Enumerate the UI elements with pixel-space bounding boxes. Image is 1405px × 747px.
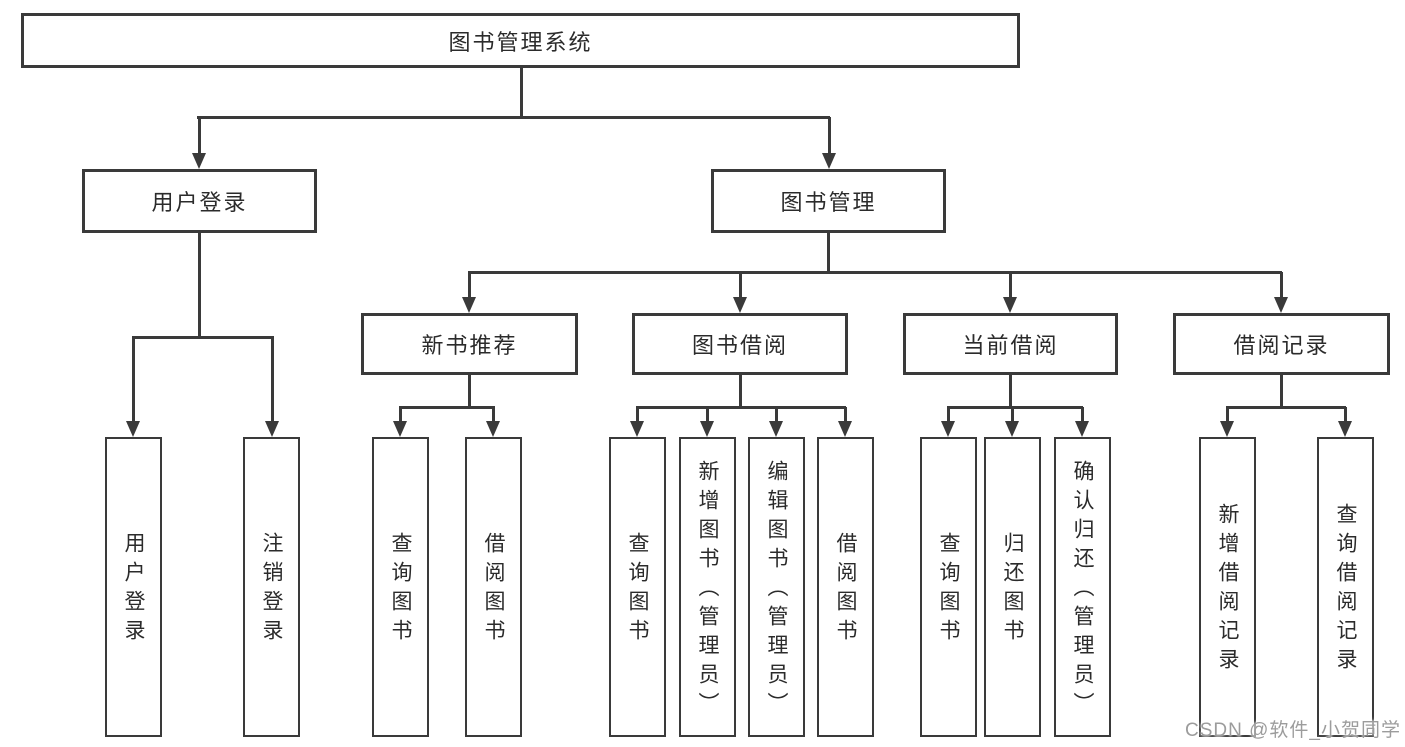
arrow-down-icon — [1274, 297, 1288, 313]
arrow-down-icon — [486, 421, 500, 437]
node-leaf-logout-label: 注销登录 — [260, 532, 283, 648]
arrow-down-icon — [126, 421, 140, 437]
node-leaf-cb-query: 查询图书 — [920, 437, 977, 737]
connector-records-stem-1 — [1226, 407, 1229, 422]
connector-bookmgmt-vline — [827, 233, 830, 274]
node-leaf-cb-confirm-admin: 确认归还（管理员） — [1054, 437, 1111, 737]
node-leaf-bb-query-label: 查询图书 — [626, 532, 649, 648]
arrow-down-icon — [838, 421, 852, 437]
connector-borrow-hline — [636, 406, 846, 409]
connector-bookmgmt-hline — [468, 271, 1282, 274]
connector-bookmgmt-stem-4 — [1280, 272, 1283, 298]
connector-root-stem-right — [828, 117, 831, 154]
connector-root-hline — [197, 116, 830, 119]
arrow-down-icon — [1003, 297, 1017, 313]
connector-root-vline — [520, 68, 523, 119]
arrow-down-icon — [393, 421, 407, 437]
node-new-book-recommend: 新书推荐 — [361, 313, 578, 375]
arrow-down-icon — [1220, 421, 1234, 437]
node-book-borrow: 图书借阅 — [632, 313, 848, 375]
node-leaf-bb-borrow: 借阅图书 — [817, 437, 874, 737]
node-leaf-bb-edit-admin-label: 编辑图书（管理员） — [765, 459, 788, 721]
connector-current-stem-2 — [1011, 407, 1014, 422]
node-leaf-record-add-label: 新增借阅记录 — [1216, 503, 1239, 677]
arrow-down-icon — [822, 153, 836, 169]
connector-bookmgmt-stem-1 — [468, 272, 471, 298]
connector-newbook-hline — [399, 406, 495, 409]
node-leaf-bb-borrow-label: 借阅图书 — [834, 532, 857, 648]
arrow-down-icon — [1338, 421, 1352, 437]
connector-root-stem-left — [198, 117, 201, 154]
node-leaf-bb-add-admin: 新增图书（管理员） — [679, 437, 736, 737]
node-current-borrow: 当前借阅 — [903, 313, 1118, 375]
connector-current-stem-3 — [1081, 407, 1084, 422]
arrow-down-icon — [462, 297, 476, 313]
connector-current-vline — [1009, 375, 1012, 409]
connector-newbook-vline — [468, 375, 471, 409]
connector-newbook-stem-1 — [399, 407, 402, 422]
arrow-down-icon — [769, 421, 783, 437]
connector-borrow-stem-2 — [706, 407, 709, 422]
node-root-label: 图书管理系统 — [448, 29, 593, 55]
connector-userlogin-stem-1 — [132, 337, 135, 422]
node-leaf-record-query: 查询借阅记录 — [1317, 437, 1374, 737]
node-leaf-newbook-query-label: 查询图书 — [389, 532, 412, 648]
arrow-down-icon — [1075, 421, 1089, 437]
node-borrow-records: 借阅记录 — [1173, 313, 1390, 375]
node-user-login-branch-label: 用户登录 — [151, 190, 248, 215]
node-current-borrow-label: 当前借阅 — [962, 333, 1059, 358]
connector-records-stem-2 — [1344, 407, 1347, 422]
node-leaf-record-add: 新增借阅记录 — [1199, 437, 1256, 737]
watermark: CSDN @软件_小贺同学 — [1185, 720, 1401, 741]
connector-current-stem-1 — [947, 407, 950, 422]
arrow-down-icon — [265, 421, 279, 437]
connector-newbook-stem-2 — [492, 407, 495, 422]
connector-borrow-stem-3 — [775, 407, 778, 422]
connector-bookmgmt-stem-2 — [739, 272, 742, 298]
arrow-down-icon — [630, 421, 644, 437]
connector-borrow-stem-1 — [636, 407, 639, 422]
node-leaf-bb-query: 查询图书 — [609, 437, 666, 737]
arrow-down-icon — [192, 153, 206, 169]
node-leaf-logout: 注销登录 — [243, 437, 300, 737]
arrow-down-icon — [1005, 421, 1019, 437]
connector-userlogin-vline — [198, 233, 201, 338]
node-book-management-label: 图书管理 — [780, 190, 877, 215]
connector-userlogin-hline — [132, 336, 274, 339]
arrow-down-icon — [700, 421, 714, 437]
node-user-login-branch: 用户登录 — [82, 169, 317, 233]
node-borrow-records-label: 借阅记录 — [1233, 333, 1330, 358]
node-root: 图书管理系统 — [21, 13, 1020, 68]
arrow-down-icon — [941, 421, 955, 437]
node-book-management: 图书管理 — [711, 169, 946, 233]
connector-userlogin-stem-2 — [271, 337, 274, 422]
node-leaf-bb-edit-admin: 编辑图书（管理员） — [748, 437, 805, 737]
node-leaf-cb-return-label: 归还图书 — [1001, 532, 1024, 648]
node-leaf-bb-add-admin-label: 新增图书（管理员） — [696, 459, 719, 721]
arrow-down-icon — [733, 297, 747, 313]
node-new-book-recommend-label: 新书推荐 — [421, 333, 518, 358]
node-leaf-newbook-borrow-label: 借阅图书 — [482, 532, 505, 648]
node-leaf-record-query-label: 查询借阅记录 — [1334, 503, 1357, 677]
node-leaf-newbook-borrow: 借阅图书 — [465, 437, 522, 737]
node-leaf-newbook-query: 查询图书 — [372, 437, 429, 737]
node-book-borrow-label: 图书借阅 — [691, 333, 788, 358]
node-leaf-cb-confirm-admin-label: 确认归还（管理员） — [1071, 459, 1094, 721]
connector-records-hline — [1226, 406, 1346, 409]
connector-bookmgmt-stem-3 — [1009, 272, 1012, 298]
node-leaf-cb-query-label: 查询图书 — [937, 532, 960, 648]
node-leaf-user-login-label: 用户登录 — [122, 532, 145, 648]
node-leaf-user-login: 用户登录 — [105, 437, 162, 737]
connector-borrow-stem-4 — [844, 407, 847, 422]
connector-records-vline — [1280, 375, 1283, 409]
connector-current-hline — [947, 406, 1083, 409]
node-leaf-cb-return: 归还图书 — [984, 437, 1041, 737]
connector-borrow-vline — [739, 375, 742, 409]
